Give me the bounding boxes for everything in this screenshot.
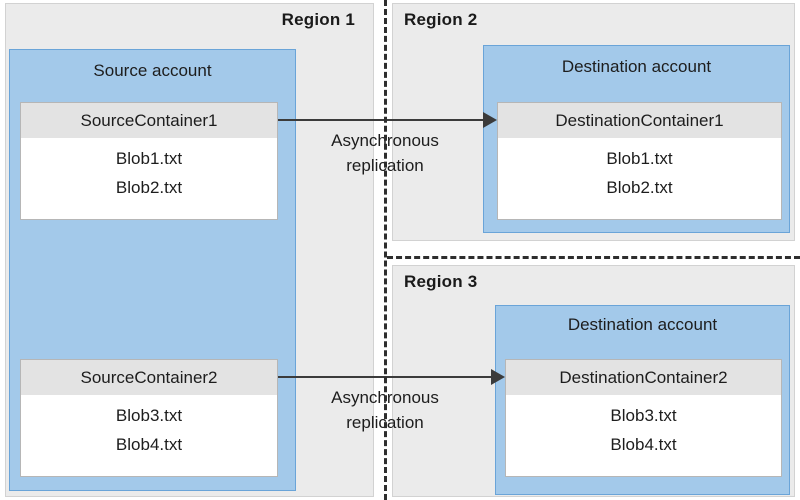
container-source-container-2-header: SourceContainer2 xyxy=(21,360,277,395)
region-1-title: Region 1 xyxy=(281,10,355,29)
region-divider-horizontal xyxy=(387,256,800,259)
container-destination-container-2[interactable]: DestinationContainer2 Blob3.txt Blob4.tx… xyxy=(505,359,782,477)
container-source-container-1[interactable]: SourceContainer1 Blob1.txt Blob2.txt xyxy=(20,102,278,220)
container-destination-container-1-blobs: Blob1.txt Blob2.txt xyxy=(498,138,781,202)
source-account-label: Source account xyxy=(93,61,212,80)
container-source-container-1-header: SourceContainer1 xyxy=(21,103,277,138)
blob-item: Blob2.txt xyxy=(606,178,673,197)
blob-item: Blob4.txt xyxy=(610,435,677,454)
blob-item: Blob4.txt xyxy=(115,435,183,454)
region-3-title: Region 3 xyxy=(404,272,478,291)
container-destination-container-1[interactable]: DestinationContainer1 Blob1.txt Blob2.tx… xyxy=(497,102,782,220)
blob-item: Blob3.txt xyxy=(610,406,677,425)
container-destination-container-2-blobs: Blob3.txt Blob4.txt xyxy=(506,395,781,459)
region-2-title: Region 2 xyxy=(404,10,478,29)
blob-item: Blob3.txt xyxy=(115,406,183,425)
container-source-container-2[interactable]: SourceContainer2 Blob3.txt Blob4.txt xyxy=(20,359,278,477)
container-source-container-1-blobs: Blob1.txt Blob2.txt xyxy=(21,138,277,202)
region-divider-vertical xyxy=(384,0,387,500)
container-destination-container-2-header: DestinationContainer2 xyxy=(506,360,781,395)
destination-account-label-region-3: Destination account xyxy=(567,315,718,334)
replication-arrow-1 xyxy=(278,112,497,128)
blob-item: Blob1.txt xyxy=(606,149,673,168)
destination-account-label-region-2: Destination account xyxy=(561,57,712,76)
blob-item: Blob2.txt xyxy=(115,178,183,197)
container-destination-container-1-header: DestinationContainer1 xyxy=(498,103,781,138)
container-source-container-2-blobs: Blob3.txt Blob4.txt xyxy=(21,395,277,459)
blob-item: Blob1.txt xyxy=(115,149,183,168)
